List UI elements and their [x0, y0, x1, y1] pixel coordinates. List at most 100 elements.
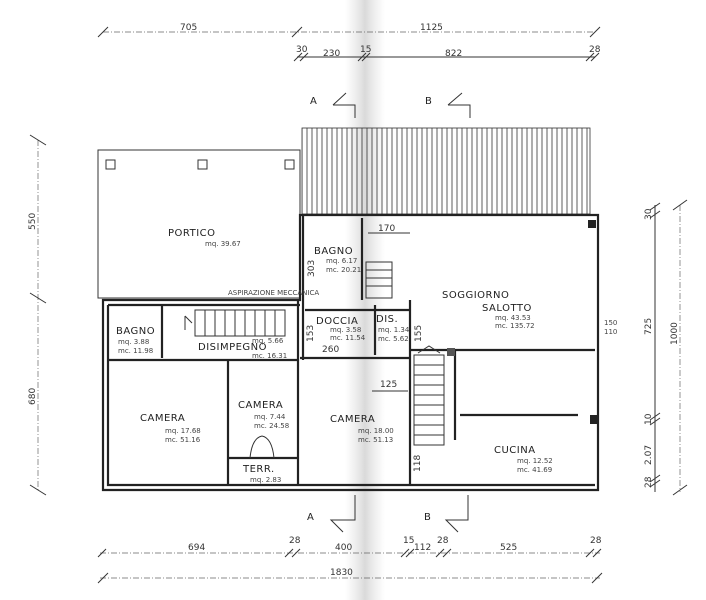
svg-text:400: 400: [335, 543, 352, 553]
svg-text:BAGNO: BAGNO: [314, 246, 353, 257]
room-terrazzo: TERR. mq. 2.83: [242, 464, 281, 484]
svg-text:170: 170: [378, 224, 395, 234]
svg-text:112: 112: [414, 543, 431, 553]
svg-text:DIS.: DIS.: [376, 314, 398, 325]
dimension-left: 550 680: [28, 134, 47, 496]
svg-text:TERR.: TERR.: [242, 464, 275, 475]
svg-text:30: 30: [296, 45, 308, 55]
room-camera-1: CAMERA mq. 17.68 mc. 51.16: [140, 413, 201, 444]
svg-text:525: 525: [500, 543, 517, 553]
room-dis: DIS. mq. 1.34 mc. 5.62 155: [376, 314, 424, 343]
section-marker-b-top: B: [425, 92, 471, 118]
svg-text:28: 28: [644, 476, 654, 488]
svg-text:mc. 20.21: mc. 20.21: [326, 266, 361, 274]
svg-text:A: A: [307, 512, 314, 523]
room-camera-2: CAMERA mq. 7.44 mc. 24.58: [238, 400, 289, 459]
svg-text:CUCINA: CUCINA: [494, 445, 536, 456]
scan-stripe: [345, 0, 385, 600]
room-bagno-upper: BAGNO mq. 6.17 mc. 20.21 303: [307, 246, 361, 277]
walls: [101, 213, 600, 492]
svg-text:mq. 3.88: mq. 3.88: [118, 338, 149, 346]
room-bagno-lower: BAGNO mq. 3.88 mc. 11.98: [116, 326, 155, 355]
svg-text:mc. 41.69: mc. 41.69: [517, 466, 552, 474]
room-disimpegno: DISIMPEGNO mq. 5.66 mc. 16.31: [198, 337, 287, 360]
svg-text:mc. 24.58: mc. 24.58: [254, 422, 289, 430]
svg-text:DISIMPEGNO: DISIMPEGNO: [198, 342, 267, 353]
note-aspirazione: ASPIRAZIONE MECCANICA: [228, 289, 319, 297]
svg-text:mc. 5.62: mc. 5.62: [378, 335, 409, 343]
stairs-disimpegno: [184, 309, 286, 337]
svg-text:705: 705: [180, 23, 197, 33]
svg-text:mq. 7.44: mq. 7.44: [254, 413, 286, 421]
svg-text:mq. 1.34: mq. 1.34: [378, 326, 410, 334]
svg-text:mc. 11.54: mc. 11.54: [330, 334, 366, 342]
svg-text:mc. 51.13: mc. 51.13: [358, 436, 393, 444]
svg-text:CAMERA: CAMERA: [330, 414, 375, 425]
svg-text:SALOTTO: SALOTTO: [482, 303, 532, 314]
room-cucina: CUCINA mq. 12.52 mc. 41.69: [494, 445, 553, 474]
svg-text:PORTICO: PORTICO: [168, 228, 216, 239]
svg-text:B: B: [425, 96, 432, 107]
svg-text:A: A: [310, 96, 317, 107]
svg-text:mq. 2.83: mq. 2.83: [250, 476, 281, 484]
svg-text:110: 110: [604, 328, 617, 336]
section-marker-a-bottom: A: [307, 495, 356, 533]
svg-text:150: 150: [604, 319, 617, 327]
svg-text:260: 260: [322, 345, 339, 355]
svg-text:2.07: 2.07: [644, 445, 654, 465]
svg-text:30: 30: [644, 208, 654, 220]
svg-text:mq. 12.52: mq. 12.52: [517, 457, 553, 465]
svg-text:SOGGIORNO: SOGGIORNO: [442, 290, 509, 301]
svg-text:BAGNO: BAGNO: [116, 326, 155, 337]
svg-text:725: 725: [644, 318, 654, 335]
svg-text:mc. 135.72: mc. 135.72: [495, 322, 535, 330]
svg-text:153: 153: [306, 325, 316, 342]
dimension-top: 705 1125 30 230 15 822 28: [97, 23, 601, 62]
svg-text:1000: 1000: [670, 322, 680, 345]
svg-text:822: 822: [445, 49, 462, 59]
svg-text:mc. 51.16: mc. 51.16: [165, 436, 201, 444]
section-marker-b-bottom: B: [424, 495, 469, 533]
svg-text:155: 155: [414, 325, 424, 342]
svg-text:15: 15: [403, 536, 414, 546]
svg-text:CAMERA: CAMERA: [140, 413, 185, 424]
svg-text:28: 28: [437, 536, 449, 546]
svg-text:mc. 11.98: mc. 11.98: [118, 347, 153, 355]
svg-text:230: 230: [323, 49, 340, 59]
stairs-upper: [365, 261, 393, 299]
svg-text:125: 125: [380, 380, 397, 390]
svg-text:mq. 17.68: mq. 17.68: [165, 427, 201, 435]
svg-text:28: 28: [590, 536, 602, 546]
svg-text:10: 10: [644, 413, 654, 425]
svg-text:118: 118: [413, 455, 423, 472]
svg-text:mq. 18.00: mq. 18.00: [358, 427, 394, 435]
svg-text:mq. 6.17: mq. 6.17: [326, 257, 357, 265]
svg-text:28: 28: [289, 536, 301, 546]
svg-text:CAMERA: CAMERA: [238, 400, 283, 411]
stair-dimension: 170: [368, 224, 410, 234]
section-marker-a-top: A: [310, 92, 356, 118]
svg-text:550: 550: [28, 213, 38, 230]
svg-text:mq. 43.53: mq. 43.53: [495, 314, 531, 322]
room-doccia: DOCCIA mq. 3.58 mc. 11.54 260 153: [306, 316, 366, 355]
svg-text:680: 680: [28, 388, 38, 405]
svg-text:mq. 3.58: mq. 3.58: [330, 326, 361, 334]
svg-text:303: 303: [307, 260, 317, 277]
room-soggiorno: SOGGIORNO SALOTTO mq. 43.53 mc. 135.72 1…: [442, 290, 617, 336]
svg-text:mq. 39.67: mq. 39.67: [205, 240, 241, 248]
svg-text:694: 694: [188, 543, 205, 553]
stairs-soggiorno: [413, 345, 445, 446]
dimension-right: 30 725 10 2.07 28 1000: [644, 199, 688, 496]
roof-hatch: [301, 127, 591, 215]
room-camera-3: CAMERA mq. 18.00 mc. 51.13 125 118: [330, 380, 423, 472]
room-portico: PORTICO mq. 39.67: [97, 149, 301, 299]
dimension-bottom: 694 28 400 15 112 28 525 28 1830: [97, 536, 603, 584]
svg-text:1830: 1830: [330, 568, 353, 578]
svg-text:mc. 16.31: mc. 16.31: [252, 352, 287, 360]
svg-text:B: B: [424, 512, 431, 523]
svg-text:28: 28: [589, 45, 601, 55]
svg-text:mq. 5.66: mq. 5.66: [252, 337, 284, 345]
svg-text:1125: 1125: [420, 23, 443, 33]
svg-text:DOCCIA: DOCCIA: [316, 316, 358, 327]
